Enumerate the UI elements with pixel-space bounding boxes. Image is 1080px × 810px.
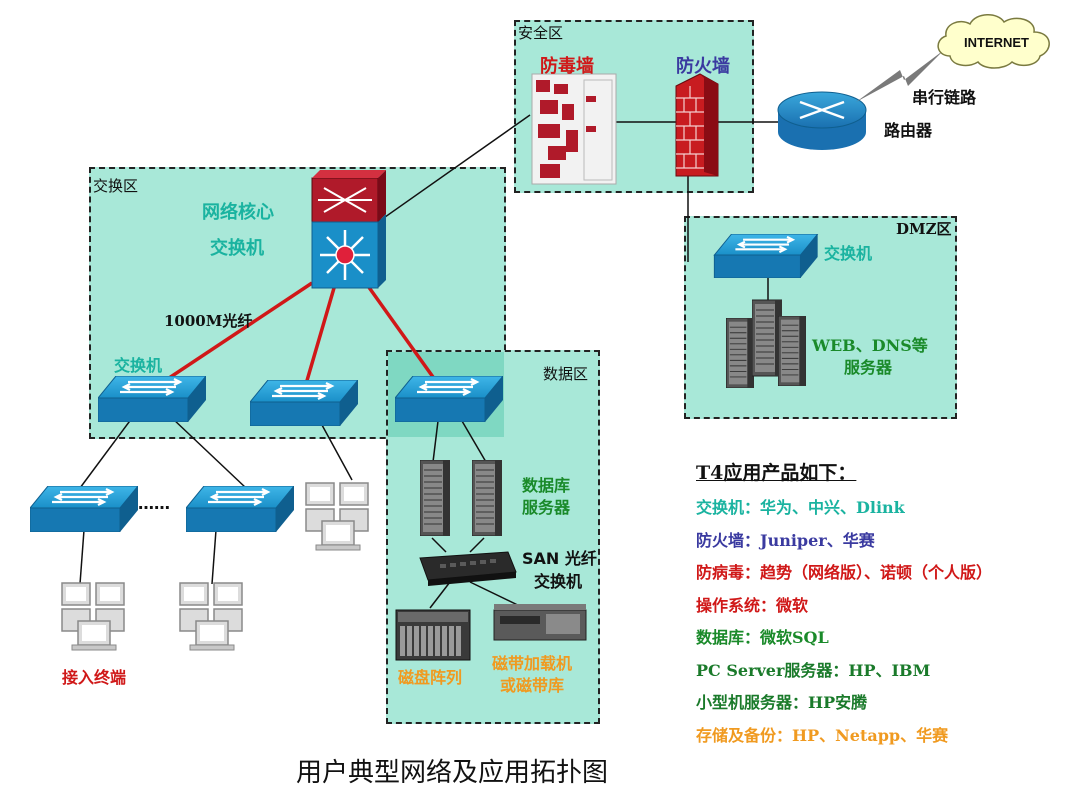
tape-library-icon — [493, 604, 587, 641]
web-server-label-1: WEB、DNS等 — [812, 336, 928, 355]
internet-cloud-icon — [937, 14, 1050, 69]
db-server-label-1: 数据库 — [522, 476, 571, 495]
san-switch-icon — [419, 551, 517, 586]
db-server-label-2: 服务器 — [522, 498, 571, 517]
access-terminal-label: 接入终端 — [62, 668, 127, 687]
tape-label-2: 或磁带库 — [500, 676, 565, 695]
product-item: 防火墙：Juniper、华赛 — [696, 530, 875, 550]
dots-label: …… — [138, 494, 170, 513]
dmz-switch-icon — [713, 234, 819, 278]
core-switch-icon — [311, 170, 386, 289]
firewall-label: 防火墙 — [676, 56, 730, 77]
products-title: T4应用产品如下： — [696, 462, 857, 484]
product-item: PC Server服务器：HP、IBM — [696, 660, 931, 680]
pc-group-1-icon — [305, 482, 369, 551]
security-zone-label: 安全区 — [518, 24, 564, 42]
disk-array-label: 磁盘阵列 — [398, 668, 463, 687]
internet-label: INTERNET — [964, 35, 1029, 50]
db-server-2-icon — [472, 460, 502, 536]
product-item: 小型机服务器：HP安腾 — [696, 693, 868, 712]
product-item: 存储及备份：HP、Netapp、华赛 — [696, 725, 949, 745]
fiber-links — [159, 281, 440, 386]
tape-label-1: 磁带加载机 — [492, 654, 573, 673]
product-item: 数据库：微软SQL — [696, 628, 829, 647]
edge-switch-2-icon — [186, 486, 294, 532]
db-server-1-icon — [420, 460, 450, 536]
diagram-caption: 用户典型网络及应用拓扑图 — [296, 758, 609, 788]
dmz-switch-label: 交换机 — [824, 244, 873, 263]
data-zone-label: 数据区 — [543, 365, 589, 383]
pc-group-2-icon — [61, 582, 125, 651]
access-switch-2-icon — [250, 380, 358, 426]
firewall-icon — [675, 73, 719, 177]
product-item: 防病毒：趋势（网络版）、诺顿（个人版） — [696, 563, 993, 582]
web-server-label-2: 服务器 — [844, 358, 893, 377]
edge-switch-1-icon — [30, 486, 138, 532]
web-server-2-icon — [752, 299, 782, 377]
san-switch-label-2: 交换机 — [534, 572, 583, 591]
product-item: 交换机：华为、中兴、Dlink — [696, 498, 905, 517]
pc-group-3-icon — [179, 582, 243, 651]
access-switch-1-icon — [98, 376, 206, 422]
switching-zone-label: 交换区 — [93, 177, 139, 195]
router-label: 路由器 — [884, 121, 933, 140]
antivirus-label: 防毒墙 — [540, 56, 594, 77]
data-switch-icon — [395, 376, 503, 422]
fiber-label: 1000M光纤 — [164, 312, 253, 330]
san-switch-label-1: SAN 光纤 — [522, 549, 597, 568]
antivirus-wall-icon — [531, 73, 617, 185]
product-item: 操作系统：微软 — [696, 595, 809, 615]
serial-link-label: 串行链路 — [912, 88, 977, 107]
router-icon — [777, 91, 867, 150]
disk-array-icon — [395, 609, 471, 661]
core-switch-label-1: 网络核心 — [202, 202, 274, 223]
dmz-zone-label: DMZ区 — [896, 220, 952, 238]
core-switch-label-2: 交换机 — [210, 238, 264, 259]
web-server-1-icon — [726, 318, 754, 388]
serial-link-icon — [856, 50, 944, 102]
web-server-3-icon — [778, 316, 806, 386]
access-switch-label: 交换机 — [114, 356, 163, 375]
